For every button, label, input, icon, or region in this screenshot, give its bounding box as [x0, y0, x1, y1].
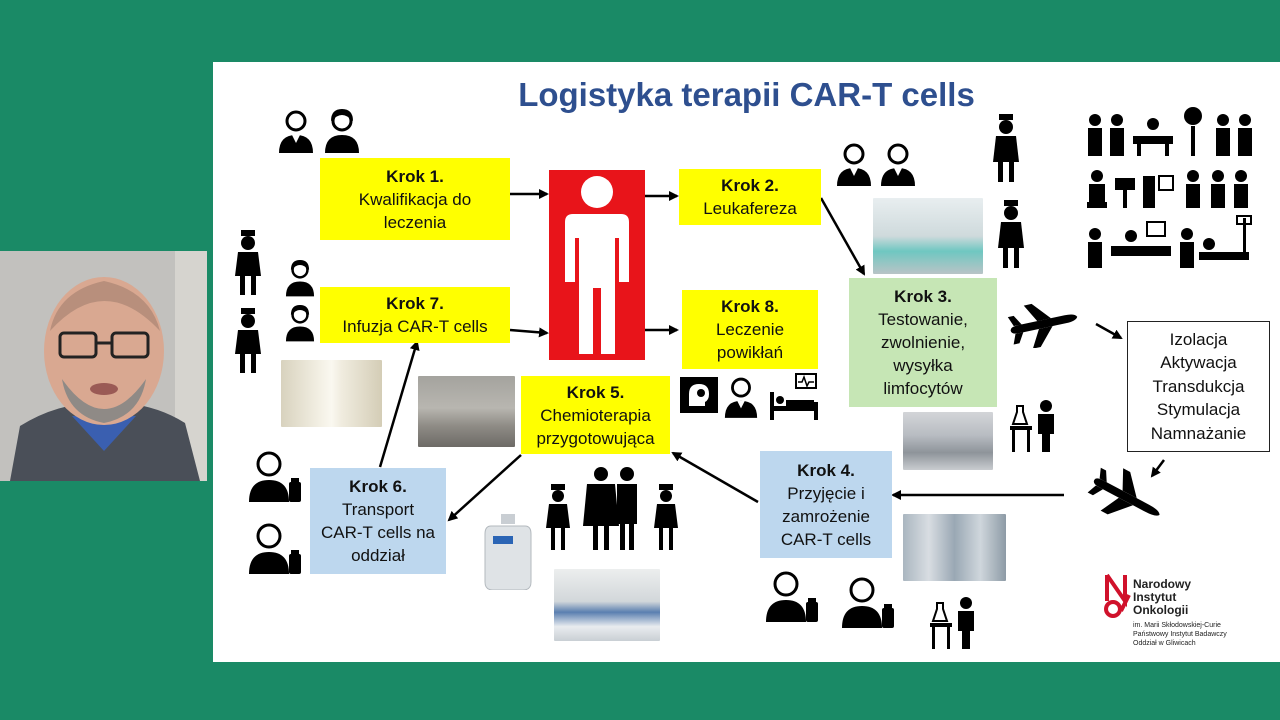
presenter-video: [0, 251, 207, 481]
institute-name: Narodowy Instytut Onkologii: [1133, 577, 1192, 617]
step-text: Chemioterapia przygotowująca: [536, 405, 655, 448]
nurse-icon: [285, 305, 315, 342]
arrow-krok3-to-lab: [1095, 322, 1123, 340]
step-label: Krok 3.: [894, 287, 952, 306]
nio-logo-icon: [1104, 573, 1131, 618]
presenter-webcam: [0, 251, 207, 481]
step-box-2: Krok 2. Leukafereza: [679, 169, 821, 225]
lab-step: Aktywacja: [1160, 353, 1237, 373]
step-text: Kwalifikacja do leczenia: [358, 189, 472, 232]
nurse-icon: [235, 308, 261, 373]
pharmacist-icon: [842, 577, 894, 628]
doctor-icon: [279, 110, 313, 153]
step-text: Infuzja CAR-T cells: [342, 317, 488, 336]
freezers-photo: [903, 514, 1006, 581]
step-label: Krok 8.: [721, 297, 779, 316]
step-label: Krok 1.: [386, 166, 444, 186]
step-label: Krok 7.: [386, 294, 444, 313]
lab-equipment-photo: [903, 412, 993, 470]
doctor-icon: [837, 143, 871, 186]
cryo-transport-photo: [554, 569, 660, 641]
step-text: Leukafereza: [703, 199, 797, 218]
arrow-krok5-to-krok6: [447, 454, 522, 522]
nurse-icon: [325, 109, 359, 153]
lab-step: Namnażanie: [1150, 423, 1247, 443]
step-text: Przyjęcie i zamrożenie CAR-T cells: [780, 483, 872, 549]
doctor-icon: [724, 377, 758, 418]
lab-worker-icon: [930, 597, 974, 649]
hospital-corridor-photo: [281, 360, 382, 427]
arrow-krok6-to-krok7: [378, 340, 420, 468]
hospital-activities-icon: [1087, 107, 1252, 268]
institute-subtitle: im. Marii Skłodowskiej-Curie Państwowy I…: [1133, 622, 1227, 647]
step-text: Testowanie, zwolnienie, wysyłka limfocyt…: [878, 310, 968, 398]
apheresis-room-photo: [873, 198, 983, 274]
step-box-8: Krok 8. Leczenie powikłań: [682, 290, 818, 369]
flow-arrows: [378, 189, 1165, 522]
step-box-6: Krok 6. Transport CAR-T cells na oddział: [310, 468, 446, 574]
arrow-krok2-to-krok3: [819, 197, 866, 276]
airplane-icon: [1087, 467, 1160, 516]
lab-step: Stymulacja: [1156, 400, 1241, 420]
patient-panel: [549, 170, 645, 360]
medical-staff-icon: [546, 467, 678, 550]
pharmacist-icon: [249, 451, 301, 502]
arrow-lab-to-plane: [1150, 459, 1165, 478]
lab-step: Izolacja: [1169, 329, 1228, 349]
brain-scan-icon: [680, 377, 718, 413]
lab-worker-icon: [1010, 400, 1054, 452]
step-text: Leczenie powikłań: [715, 320, 785, 362]
slide-title: Logistyka terapii CAR-T cells: [518, 76, 975, 113]
hospital-bed-icon: [770, 373, 818, 420]
step-label: Krok 2.: [721, 176, 779, 195]
nurse-icon: [993, 114, 1019, 182]
doctor-icon: [881, 143, 915, 186]
arrow-krok7-to-patient: [509, 327, 549, 338]
slide: Logistyka terapii CAR-T cells Krok 1. Kw…: [213, 62, 1280, 662]
step-text: Transport CAR-T cells na oddział: [321, 500, 435, 565]
airplane-icon: [1007, 303, 1078, 348]
nurse-icon: [235, 230, 261, 295]
pharmacist-icon: [766, 571, 818, 622]
nurse-icon: [285, 260, 315, 297]
person-silhouette-icon: [565, 176, 629, 354]
step-box-7: Krok 7. Infuzja CAR-T cells: [320, 287, 510, 343]
nurse-icon: [998, 200, 1024, 268]
step-label: Krok 6.: [349, 477, 407, 496]
arrow-krok4-to-krok5: [671, 451, 759, 504]
lab-process-box: Izolacja Aktywacja Transdukcja Stymulacj…: [1127, 321, 1270, 452]
step-label: Krok 5.: [566, 382, 625, 402]
institute-logo: Narodowy Instytut Onkologii im. Marii Sk…: [1103, 567, 1273, 657]
step-box-5: Krok 5. Chemioterapia przygotowująca: [521, 376, 670, 454]
cryo-dewar-icon: [484, 514, 532, 590]
step-label: Krok 4.: [797, 460, 855, 480]
step-box-3: Krok 3. Testowanie, zwolnienie, wysyłka …: [849, 278, 997, 407]
step-box-1: Krok 1. Kwalifikacja do leczenia: [320, 158, 510, 240]
lab-step: Transdukcja: [1152, 376, 1245, 396]
step-box-4: Krok 4. Przyjęcie i zamrożenie CAR-T cel…: [760, 451, 892, 558]
pharmacist-icon: [249, 523, 301, 574]
hospital-bed-photo: [418, 376, 515, 447]
